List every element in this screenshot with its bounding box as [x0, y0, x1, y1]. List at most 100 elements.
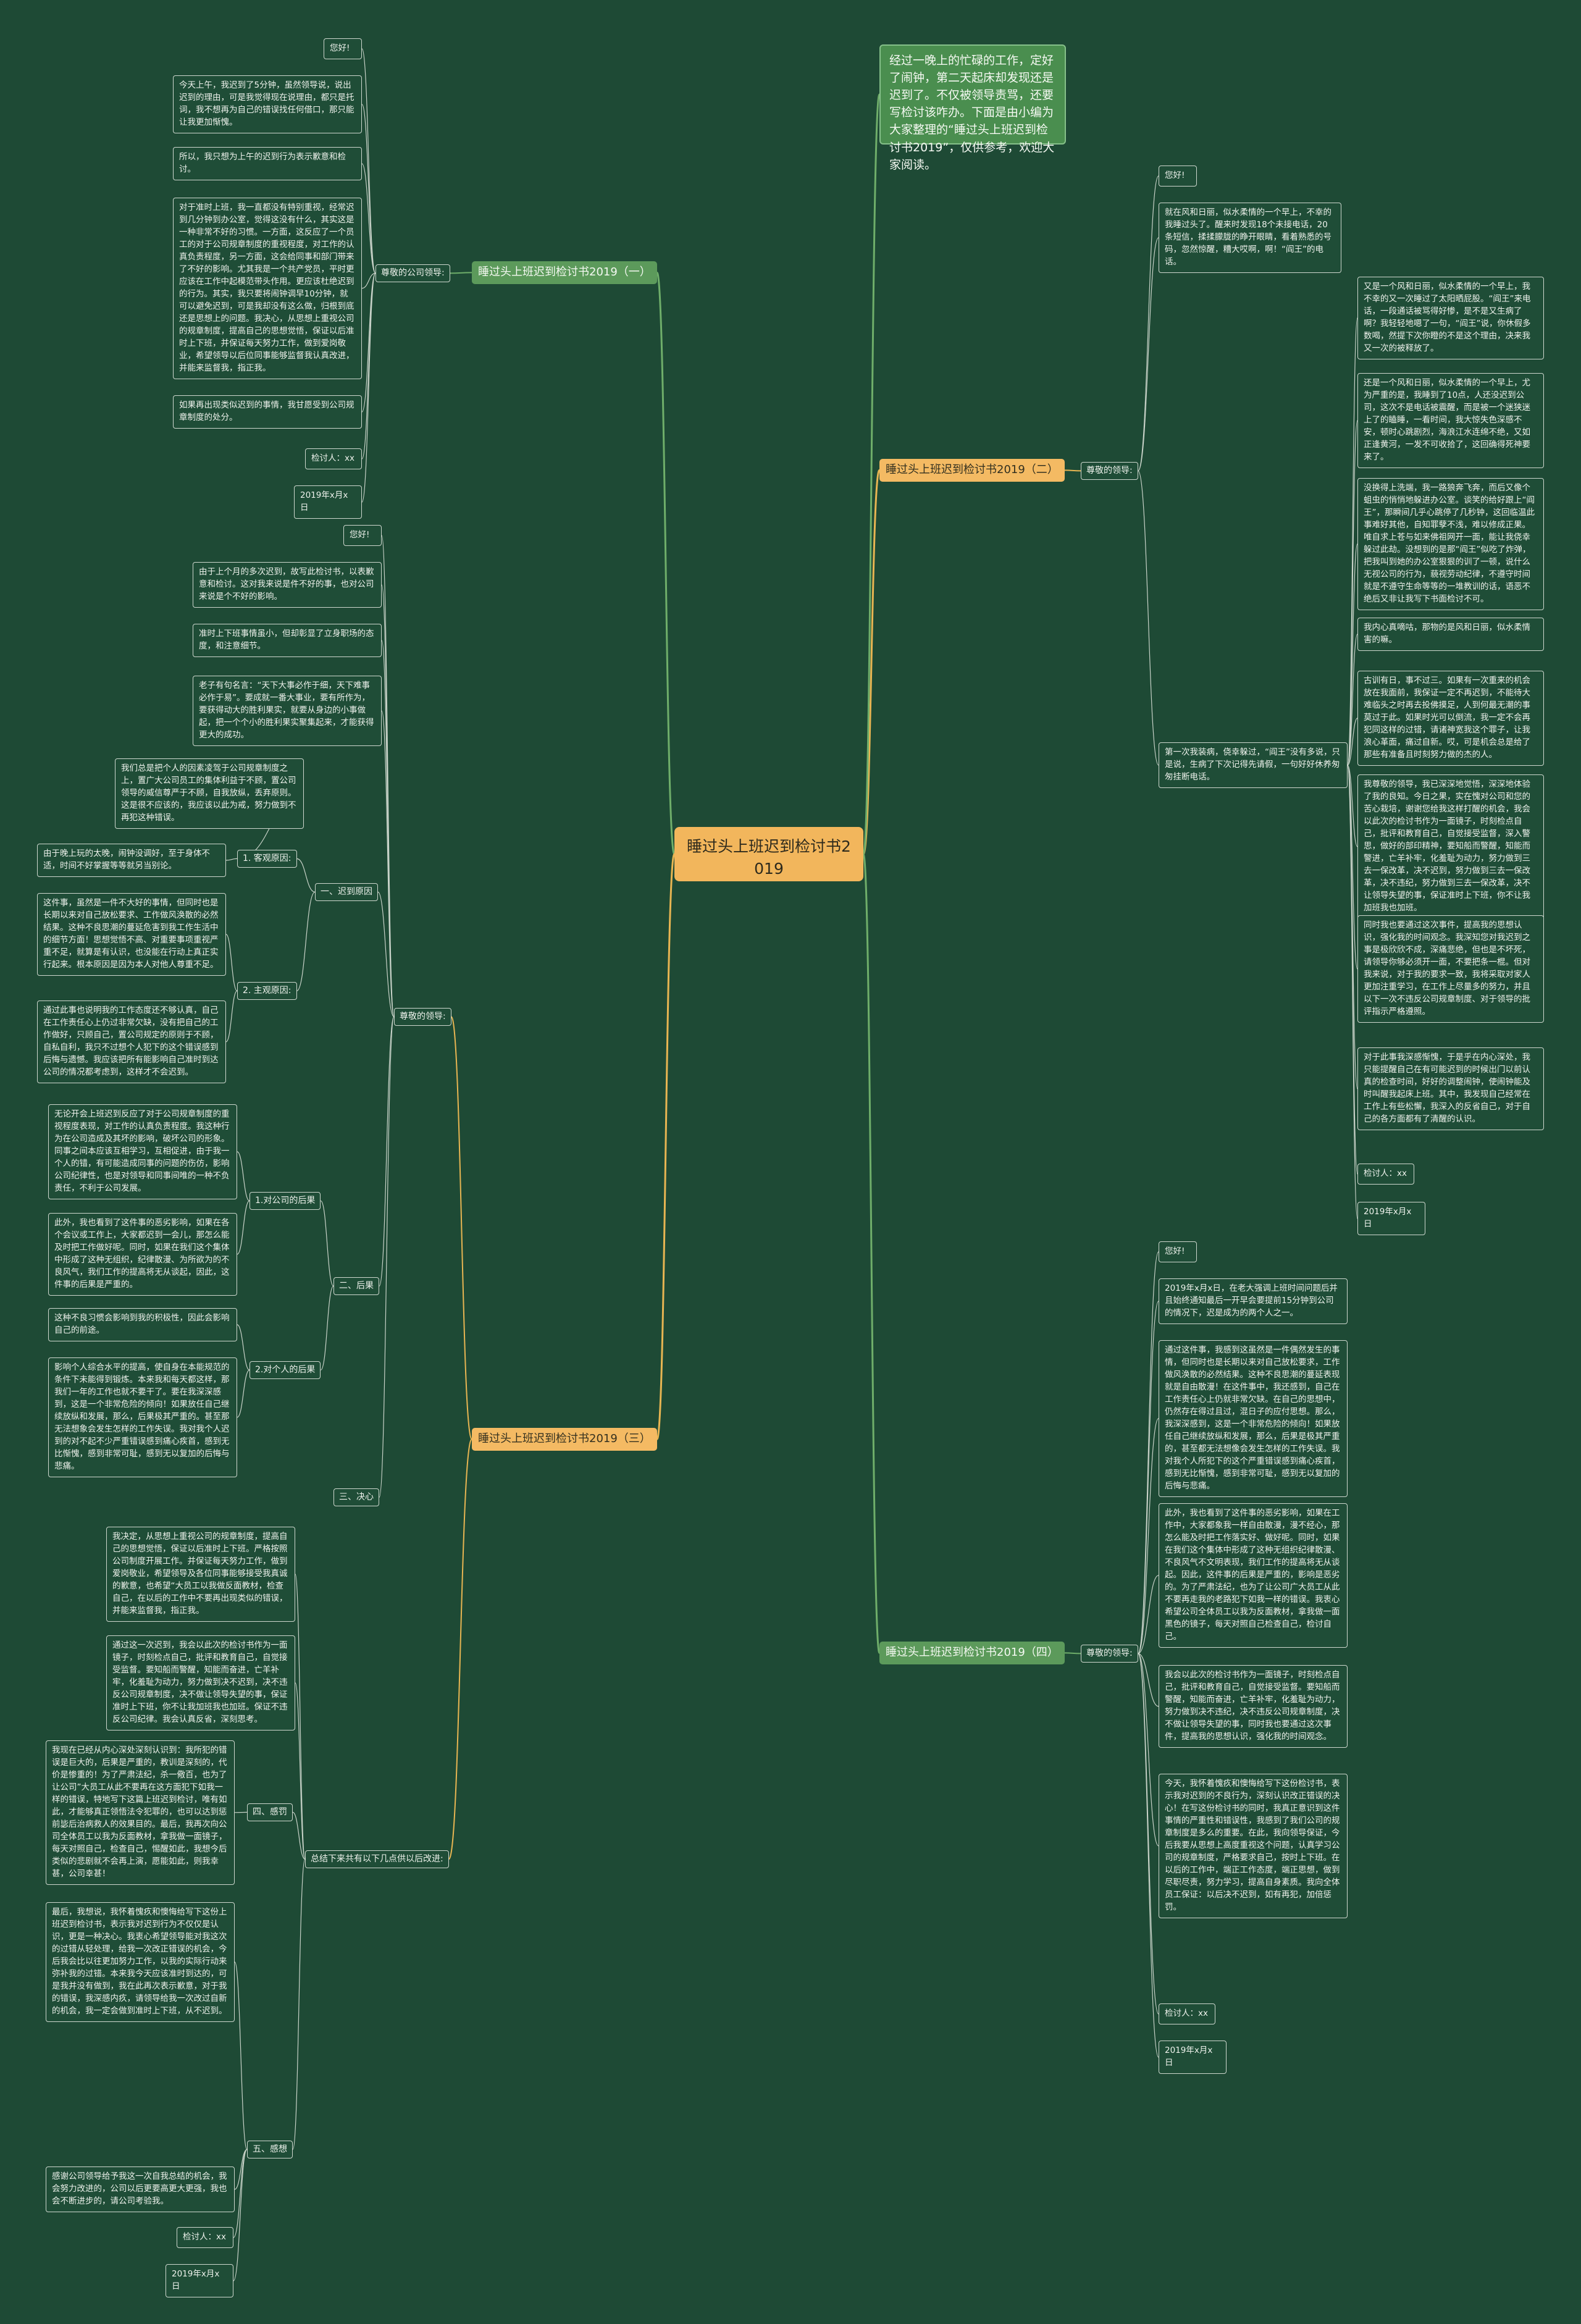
connector-54 [234, 2149, 248, 2190]
connector-64 [1138, 1653, 1159, 2015]
connector-51 [292, 1858, 306, 2150]
b2-leaf-paragraph-4: 还是一个风和日丽，似水柔情的一个早上，尤为严重的是，我睡到了10点，人还没迟到公… [1357, 373, 1544, 468]
root-topic[interactable]: 睡过头上班迟到检讨书2019 [674, 827, 863, 881]
branch-1-topic[interactable]: 睡过头上班迟到检讨书2019（一） [472, 261, 657, 284]
connector-31 [381, 640, 395, 1017]
connector-62 [1138, 1653, 1159, 1707]
b2-leaf-paragraph-10: 对于此事我深感惭愧，于是乎在内心深处，我只能提醒自己在有可能迟到的时候出门以前认… [1357, 1047, 1544, 1130]
b4-leaf-paragraph-4: 我会以此次的检讨书作为一面镜子，时刻检点自己，批评和教育自己，自觉接受监督。要知… [1159, 1665, 1348, 1748]
b3-subjective-leaf-2: 通过此事也说明我的工作态度还不够认真，自己在工作责任心上仍过非常欠缺，没有把自己… [37, 1000, 226, 1083]
b2-leaf-paragraph-8: 我尊敬的领导，我已深深地觉悟，深深地体验了我的良知。今日之果，实在愧对公司和您的… [1357, 774, 1544, 919]
b3-section-punishment[interactable]: 四、感罚 [247, 1803, 293, 1821]
connector-26 [1347, 765, 1358, 1219]
b1-leaf-paragraph-4: 如果再出现类似迟到的事情，我甘愿受到公司规章制度的处分。 [173, 395, 362, 429]
b3-cause-subjective-label[interactable]: 2. 主观原因: [237, 982, 297, 1000]
branch-4-salutation[interactable]: 尊敬的领导: [1081, 1645, 1138, 1663]
connector-65 [1138, 1653, 1159, 2058]
b4-leaf-signer: 检讨人：xx [1159, 2003, 1215, 2024]
connector-49 [295, 1682, 306, 1860]
branch-2-topic[interactable]: 睡过头上班迟到检讨书2019（二） [879, 459, 1065, 482]
connector-4 [862, 93, 881, 855]
branch-2-salutation[interactable]: 尊敬的领导: [1081, 462, 1138, 480]
b3-company-leaf-1: 无论开会上班迟到反应了对于公司规章制度的重视程度表现，对工作的认真负责程度。我这… [48, 1104, 237, 1199]
b3-summary-label[interactable]: 总结下来共有以下几点供以后改进: [305, 1850, 449, 1868]
b1-leaf-paragraph-3: 对于准时上班，我一直都没有特别重视，经常迟到几分钟到办公室，觉得这没有什么，其实… [173, 198, 362, 379]
b3-company-leaf-2: 此外，我也看到了这件事的恶劣影响，如果在各个会议或工作上，大家都迟到一会儿，那怎… [48, 1213, 237, 1296]
connector-8 [361, 163, 376, 274]
connector-18 [1347, 420, 1358, 766]
connector-44 [237, 1151, 250, 1201]
b2-leaf-date: 2019年x月x日 [1357, 1202, 1425, 1235]
connector-61 [1138, 1575, 1159, 1654]
b3-punishment-leaf: 我现在已经从内心深处深刻认识到：我所犯的错误是巨大的，后果是严重的，教训是深刻的… [46, 1740, 235, 1885]
connector-34 [379, 1016, 395, 1286]
connector-55 [233, 2149, 248, 2238]
b4-leaf-paragraph-5: 今天，我怀着愧疚和懊悔给写下这份检讨书，表示我对迟到的不良行为，深刻认识改正错误… [1159, 1774, 1348, 1918]
connector-27 [450, 1016, 472, 1440]
b4-leaf-paragraph-3: 此外，我也看到了这件事的恶劣影响，如果在工作中，大家都象我一样自由散漫，漫不经心… [1159, 1503, 1348, 1648]
connector-56 [233, 2149, 248, 2281]
b3-objective-leaf-1: 我们总是把个人的因素凌驾于公司规章制度之上，置广大公司员工的集体利益于不顾，置公… [115, 758, 304, 829]
b1-leaf-paragraph-1: 今天上午，我迟到了5分钟，虽然领导说，说出迟到的理由，可是我觉得现在说理由，都只… [173, 75, 362, 133]
b1-leaf-greeting: 您好! [324, 38, 362, 59]
b3-reflection-leaf-2: 感谢公司领导给予我这一次自我总结的机会，我会努力改进的，公司以后更要高更大更强，… [46, 2167, 235, 2212]
b4-leaf-greeting: 您好! [1159, 1241, 1197, 1262]
connector-1 [656, 853, 676, 1440]
connector-28 [448, 1438, 472, 1860]
connector-46 [237, 1324, 250, 1370]
b3-leaf-paragraph-2: 准时上下班事情虽小，但却彰显了立身职场的态度，和注意细节。 [193, 624, 382, 657]
connector-35 [379, 1016, 395, 1498]
b3-cause-objective-label[interactable]: 1. 客观原因: [237, 850, 297, 868]
b3-personal-leaf-2: 影响个人综合水平的提高，使自身在本能规范的条件下未能得到锻炼。本来我和每天都这样… [48, 1357, 237, 1477]
connector-16 [1138, 470, 1159, 766]
connector-36 [296, 858, 316, 892]
connector-41 [225, 990, 238, 1042]
connector-45 [237, 1200, 250, 1255]
b2-leaf-paragraph-5: 没换得上洗端，我一路狼奔飞奔，而后又像个蛆虫的悄悄地躲进办公室。谈笑的给好跟上“… [1357, 478, 1544, 610]
connector-19 [1347, 543, 1358, 766]
b3-company-consequence-label[interactable]: 1.对公司的后果 [250, 1192, 321, 1210]
b3-leaf-paragraph-3: 老子有句名言：“天下大事必作于细，天下难事必作于易”。要成就一番大事业，要有所作… [193, 676, 382, 746]
connector-43 [320, 1285, 334, 1370]
b3-section-causes[interactable]: 一、迟到原因 [315, 883, 378, 901]
connector-12 [361, 272, 376, 503]
connector-39 [225, 858, 238, 861]
branch-3-topic[interactable]: 睡过头上班迟到检讨书2019（三） [472, 1428, 657, 1451]
branch-4-topic[interactable]: 睡过头上班迟到检讨书2019（四） [879, 1642, 1065, 1664]
connector-7 [361, 104, 376, 274]
connector-5 [450, 272, 472, 274]
b1-leaf-date: 2019年x月x日 [294, 485, 362, 519]
connector-32 [381, 710, 395, 1017]
connector-47 [237, 1369, 250, 1418]
b2-leaf-paragraph-7: 古训有日，事不过三。如果有一次重来的机会放在我面前，我保证一定不再迟到，不能待大… [1357, 671, 1544, 766]
connector-42 [320, 1200, 334, 1286]
connector-14 [1138, 175, 1159, 471]
connector-13 [1064, 469, 1081, 472]
connector-48 [295, 1574, 306, 1860]
connector-30 [381, 584, 395, 1017]
branch-3-salutation[interactable]: 尊敬的领导: [394, 1008, 451, 1026]
b4-leaf-paragraph-2: 通过这件事，我感到这虽然是一件偶然发生的事情，但同时也是长期以来对自己放松要求，… [1159, 1340, 1348, 1497]
b3-section-resolution[interactable]: 三、决心 [333, 1488, 379, 1506]
b3-section-consequences[interactable]: 二、后果 [333, 1277, 379, 1295]
b3-personal-consequence-label[interactable]: 2.对个人的后果 [250, 1361, 321, 1379]
b1-leaf-paragraph-2: 所以，我只想为上午的迟到行为表示歉意和检讨。 [173, 147, 362, 180]
b3-section-reflection[interactable]: 五、感想 [247, 2141, 293, 2158]
b1-leaf-signer: 检讨人：xx [305, 448, 362, 469]
connector-40 [225, 934, 238, 991]
b3-reflection-leaf-1: 最后，我想说，我怀着愧疚和懊悔给写下这份上班迟到检讨书，表示我对迟到行为不仅仅是… [46, 1902, 235, 2022]
b2-leaf-paragraph-3: 又是一个风和日丽，似水柔情的一个早上，我不幸的又一次睡过了太阳晒屁股。“阎王”来… [1357, 277, 1544, 359]
b3-summary-leaf-1: 我决定，从思想上重视公司的规章制度，提高自己的思想觉悟，保证以后准时上下班。严格… [106, 1527, 295, 1622]
connector-37 [296, 891, 316, 991]
b4-leaf-paragraph-1: 2019年x月x日，在老大强调上班时间问题后并且始终通知最后一开早会要提前15分… [1159, 1278, 1348, 1324]
branch-1-salutation[interactable]: 尊敬的公司领导: [375, 264, 450, 282]
b2-leaf-paragraph-1: 就在风和日丽，似水柔情的一个早上，不幸的我睡过头了。醒来时发现18个未接电话，2… [1159, 203, 1341, 273]
b2-leaf-paragraph-2: 第一次我装病，侥幸躲过，“阎王”没有多说，只是说，生病了下次记得先请假，一句好好… [1159, 742, 1348, 788]
connector-53 [234, 1961, 248, 2150]
connector-20 [1347, 634, 1358, 766]
connector-11 [361, 272, 376, 459]
connector-10 [361, 272, 376, 413]
b3-objective-leaf-2: 由于晚上玩的太晚，闹钟没调好，至于身体不适，时间不好掌握等等就另当别论。 [37, 844, 226, 877]
b2-leaf-greeting: 您好! [1159, 166, 1197, 187]
b3-personal-leaf-1: 这种不良习惯会影响到我的积极性，因此会影响自己的前途。 [48, 1308, 237, 1341]
